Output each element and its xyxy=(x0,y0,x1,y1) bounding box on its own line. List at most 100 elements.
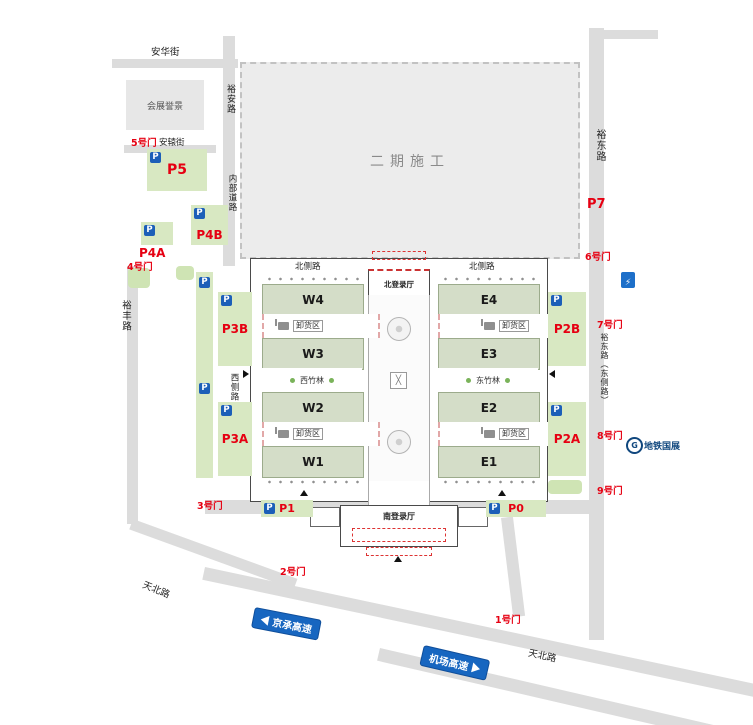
west-bamboo-grove: 西竹林 xyxy=(262,368,362,392)
highway-jingcheng-label: 京承高速 xyxy=(271,617,313,637)
parking-p2b-label: P2B xyxy=(553,322,581,336)
hall-e4: E4 xyxy=(438,284,540,316)
east-bamboo-grove: 东竹林 xyxy=(438,368,538,392)
north-lobby: 北登录厅 xyxy=(368,269,430,298)
road-label-internal: 内部道路 xyxy=(227,174,237,212)
unloading-label: 卸货区 xyxy=(293,428,323,440)
north-dropoff-zone xyxy=(372,251,426,260)
road-label-anhua: 安华街 xyxy=(151,47,180,58)
greenery xyxy=(548,480,582,494)
parking-icon: P xyxy=(144,225,155,236)
fountain-icon xyxy=(387,317,411,341)
south-corridor xyxy=(368,481,430,505)
tree-icon xyxy=(466,377,471,383)
unloading-zone-west-south: 卸货区 xyxy=(262,422,380,446)
metro-icon xyxy=(626,437,643,454)
gate-number-dots xyxy=(262,276,362,282)
gate-number-dots xyxy=(438,479,538,485)
parking-strip-west xyxy=(196,272,213,478)
south-lobby-queue-zone xyxy=(352,528,446,542)
parking-icon: P xyxy=(551,405,562,416)
hall-w1: W1 xyxy=(262,446,364,478)
south-lobby-wing-east xyxy=(458,507,488,527)
arrow-left-icon xyxy=(259,613,270,626)
entrance-arrow-icon xyxy=(549,370,555,378)
parking-p7-label: P7 xyxy=(587,197,606,212)
parking-p0-label: P0 xyxy=(508,502,524,515)
gate-6-label: 6号门 xyxy=(585,252,611,263)
construction-label: 二期施工 xyxy=(370,153,450,170)
hall-e4-label: E4 xyxy=(480,293,498,307)
construction-area: 二期施工 xyxy=(240,62,580,259)
road-label-anyuan: 安辕街 xyxy=(159,138,185,148)
road-label-beice-west: 北侧路 xyxy=(295,262,321,272)
unloading-zone-west-north: 卸货区 xyxy=(262,314,380,338)
hall-w2: W2 xyxy=(262,392,364,424)
hall-e3-label: E3 xyxy=(480,347,498,361)
east-bamboo-label: 东竹林 xyxy=(476,375,500,385)
south-lobby-wing-west xyxy=(310,507,340,527)
forklift-icon xyxy=(275,319,289,330)
road-label-beice-east: 北侧路 xyxy=(469,262,495,272)
north-lobby-label: 北登录厅 xyxy=(384,279,414,289)
gate-number-dots xyxy=(262,479,362,485)
forklift-icon xyxy=(481,427,495,438)
hall-w2-label: W2 xyxy=(302,401,324,415)
road-label-yudong: 裕东路 xyxy=(594,129,605,162)
gate-1-label: 1号门 xyxy=(495,615,521,626)
forklift-icon xyxy=(481,319,495,330)
road-label-yufeng: 裕丰路 xyxy=(120,300,131,332)
hall-w1-label: W1 xyxy=(302,455,324,469)
gate-3-label: 3号门 xyxy=(197,501,223,512)
greenery xyxy=(176,266,194,280)
road-west-vertical xyxy=(127,266,138,524)
parking-p3a-label: P3A xyxy=(221,432,249,446)
parking-p4a-label: P4A xyxy=(139,246,166,260)
greenery xyxy=(128,268,150,288)
road-anhua xyxy=(112,59,238,68)
entrance-arrow-icon xyxy=(498,490,506,496)
parking-p5-label: P5 xyxy=(166,162,187,178)
south-dropoff-zone xyxy=(366,547,432,556)
unloading-label: 卸货区 xyxy=(499,428,529,440)
forklift-icon xyxy=(275,427,289,438)
hall-w4-label: W4 xyxy=(302,293,324,307)
hall-w3-label: W3 xyxy=(302,347,324,361)
west-bamboo-label: 西竹林 xyxy=(300,375,324,385)
parking-icon: P xyxy=(221,405,232,416)
tree-icon xyxy=(290,377,295,383)
building-exhibition-residence: 会展誉景 xyxy=(126,80,204,130)
parking-p1-label: P1 xyxy=(279,502,295,515)
restaurant-icon xyxy=(390,372,407,389)
parking-icon: P xyxy=(264,503,275,514)
road-east-vertical xyxy=(589,28,604,640)
parking-p2a-label: P2A xyxy=(553,432,581,446)
hall-e2-label: E2 xyxy=(480,401,498,415)
metro-label: 地铁国展 xyxy=(644,442,681,452)
hall-e2: E2 xyxy=(438,392,540,424)
unloading-label: 卸货区 xyxy=(499,320,529,332)
road-label-tianbei-west: 天北路 xyxy=(140,579,172,601)
parking-icon: P xyxy=(221,295,232,306)
gate-8-label: 8号门 xyxy=(597,431,623,442)
entrance-arrow-icon xyxy=(394,556,402,562)
hall-w3: W3 xyxy=(262,338,364,370)
south-lobby-label: 南登录厅 xyxy=(383,512,415,521)
parking-icon: P xyxy=(551,295,562,306)
road-label-yudong-east: 裕东路（东侧路） xyxy=(600,333,609,405)
gate-2-label: 2号门 xyxy=(280,567,306,578)
entrance-arrow-icon xyxy=(243,370,249,378)
parking-p0: P0 xyxy=(486,500,546,517)
gate-number-dots xyxy=(438,276,538,282)
hall-e3: E3 xyxy=(438,338,540,370)
hall-e1-label: E1 xyxy=(480,455,498,469)
hall-w4: W4 xyxy=(262,284,364,316)
road-northeast xyxy=(596,30,658,39)
road-label-xice: 西侧路 xyxy=(229,373,239,402)
arrow-right-icon xyxy=(471,662,482,674)
parking-icon: P xyxy=(194,208,205,219)
parking-icon: P xyxy=(199,277,210,288)
gate-5-label: 5号门 xyxy=(131,138,157,149)
parking-p3b-label: P3B xyxy=(221,322,249,336)
building-label: 会展誉景 xyxy=(146,101,183,112)
